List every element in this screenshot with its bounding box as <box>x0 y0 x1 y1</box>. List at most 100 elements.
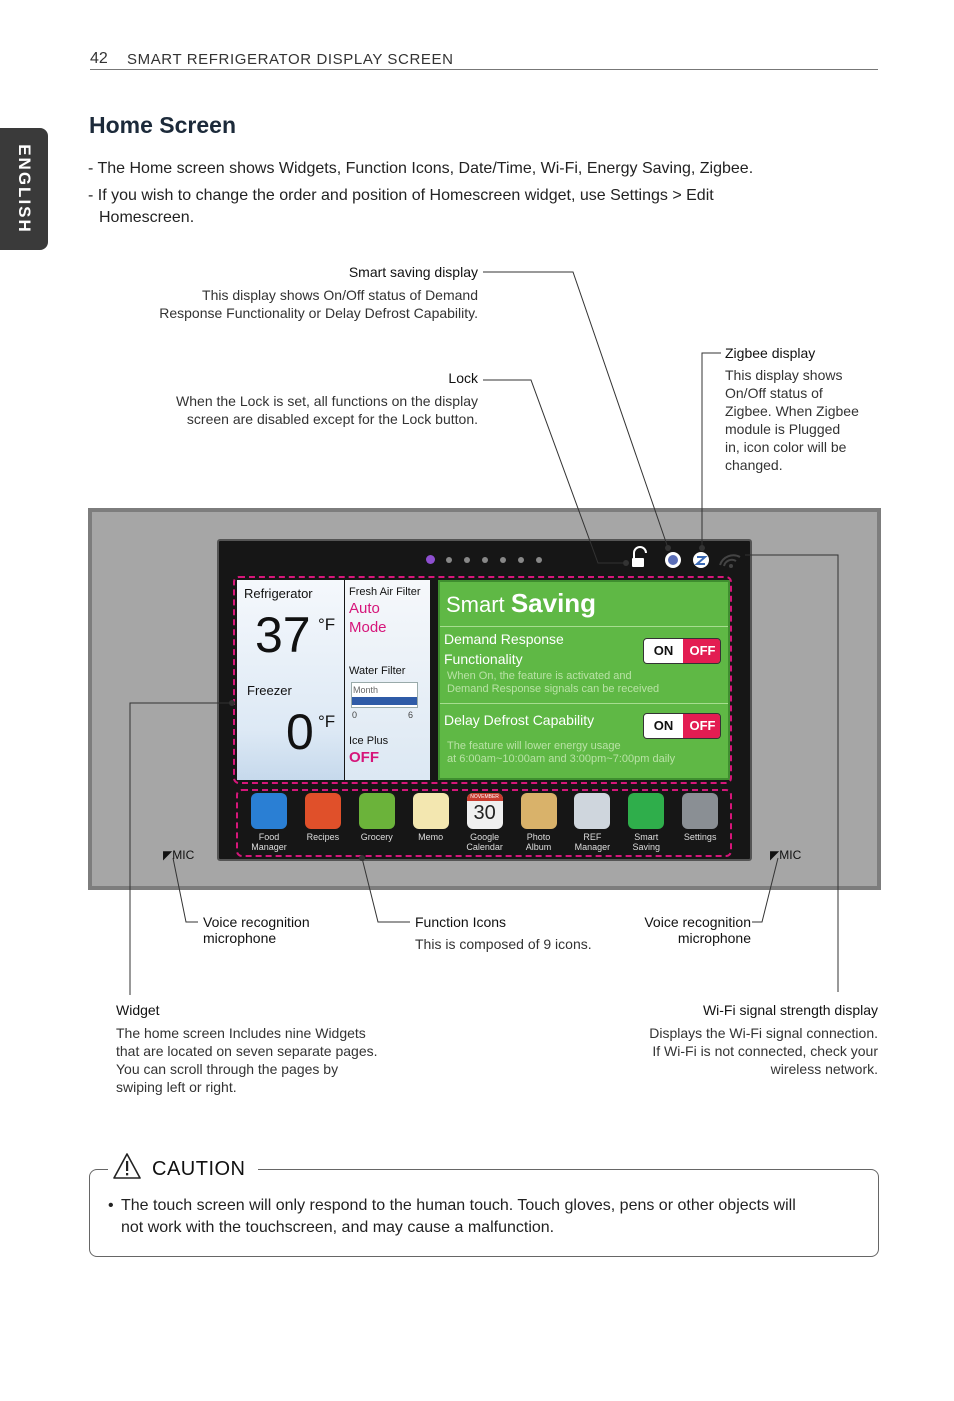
ice-plus-label: Ice Plus <box>349 735 389 747</box>
intro-line-1: - The Home screen shows Widgets, Functio… <box>88 160 754 177</box>
delay-defrost-toggle[interactable]: ON OFF <box>643 713 721 739</box>
page-dot[interactable] <box>536 557 542 563</box>
widget-desc-4: swiping left or right. <box>116 1079 237 1095</box>
smart-saving-icon <box>665 552 681 568</box>
temperature-widget[interactable] <box>237 580 344 780</box>
mic-label-left: ◤MIC <box>163 848 195 862</box>
fresh-air-value-2: Mode <box>349 619 387 636</box>
caution-text: • The touch screen will only respond to … <box>108 1195 868 1239</box>
lock-desc-1: When the Lock is set, all functions on t… <box>176 393 478 409</box>
function-icon-photo-album[interactable] <box>520 793 557 829</box>
smart-saving-title-light: Smart <box>446 592 505 617</box>
function-icon-smart-saving[interactable] <box>628 793 665 829</box>
zigbee-desc-6: changed. <box>725 457 783 473</box>
widget-callout-desc: The home screen Includes nine Widgets th… <box>116 1024 416 1096</box>
defrost-on[interactable]: ON <box>644 714 683 738</box>
wifi-desc-3: wireless network. <box>770 1061 878 1077</box>
zigbee-desc-3: Zigbee. When Zigbee <box>725 403 859 419</box>
warning-icon <box>113 1153 141 1179</box>
function-icon-label-line1: Grocery <box>360 832 393 842</box>
delay-defrost-label: Delay Defrost Capability <box>444 712 595 728</box>
header-rule <box>90 69 878 70</box>
demand-on[interactable]: ON <box>644 639 683 663</box>
widget-divider <box>440 626 728 627</box>
page-dot[interactable] <box>482 557 488 563</box>
function-icon-recipes[interactable] <box>304 793 341 829</box>
widget-highlight <box>233 576 732 784</box>
zigbee-desc-1: This display shows <box>725 367 843 383</box>
smart-saving-desc-1: This display shows On/Off status of Dema… <box>202 287 478 303</box>
zigbee-icon <box>693 552 709 568</box>
function-icon-memo[interactable] <box>412 793 449 829</box>
function-icon-label-line2: Manager <box>251 842 287 852</box>
wifi-icon <box>719 554 741 568</box>
intro-line-2a: - If you wish to change the order and po… <box>88 187 714 204</box>
function-icons-callout-title: Function Icons <box>415 914 507 930</box>
calendar-month: NOVEMBER <box>466 793 503 801</box>
function-icon-label-line1: Google <box>470 832 500 842</box>
demand-response-toggle[interactable]: ON OFF <box>643 638 721 664</box>
demand-response-note-1: When On, the feature is activated and <box>447 670 632 682</box>
water-filter-fill <box>352 697 417 705</box>
function-icon-label-line2: Saving <box>632 842 661 852</box>
page-dot-active[interactable] <box>426 555 435 564</box>
wifi-callout-desc: Displays the Wi-Fi signal connection. If… <box>578 1024 878 1078</box>
function-icon-label: Memo <box>404 832 458 842</box>
voice-left-callout: Voice recognition microphone <box>203 914 310 946</box>
widget-callout-title: Widget <box>116 1002 160 1018</box>
caution-box <box>89 1169 879 1257</box>
page-dot[interactable] <box>464 557 470 563</box>
language-tab: ENGLISH <box>0 128 48 250</box>
function-icon-label-line1: Memo <box>418 832 444 842</box>
fresh-air-value-1: Auto <box>349 600 380 617</box>
caution-title: CAUTION <box>152 1158 246 1180</box>
function-icon-label-line1: Recipes <box>306 832 340 842</box>
water-filter-max: 6 <box>408 710 414 720</box>
function-icon-ref-manager[interactable] <box>574 793 611 829</box>
function-icon-label-line1: Photo <box>526 832 551 842</box>
refrigerator-label: Refrigerator <box>244 586 313 601</box>
zigbee-desc-5: in, icon color will be <box>725 439 847 455</box>
voice-right-2: microphone <box>677 930 751 946</box>
defrost-off[interactable]: OFF <box>683 714 720 738</box>
wifi-callout-title: Wi-Fi signal strength display <box>702 1002 878 1018</box>
smart-saving-callout-title: Smart saving display <box>348 264 478 280</box>
function-icon-grocery[interactable] <box>358 793 395 829</box>
page-dot[interactable] <box>446 557 452 563</box>
caution-line-1: The touch screen will only respond to th… <box>121 1197 796 1214</box>
function-icon-label: Recipes <box>296 832 350 842</box>
page-dot[interactable] <box>500 557 506 563</box>
function-icon-label-line2: Album <box>525 842 552 852</box>
smart-saving-callout-desc: This display shows On/Off status of Dema… <box>90 286 478 322</box>
water-filter-min: 0 <box>352 710 358 720</box>
voice-right-callout: Voice recognition microphone <box>600 914 751 946</box>
function-icon-label-line1: Food <box>258 832 280 842</box>
filter-widget[interactable] <box>345 580 430 780</box>
function-icon-label-line2: Manager <box>574 842 611 852</box>
calendar-day: 30 <box>473 802 496 824</box>
smart-saving-title: Smart Saving <box>446 588 596 619</box>
ice-plus-value: OFF <box>349 749 379 766</box>
demand-off[interactable]: OFF <box>683 639 720 663</box>
page-number: 42 <box>90 50 108 67</box>
demand-response-note-2: Demand Response signals can be received <box>447 683 660 695</box>
smart-saving-widget[interactable] <box>438 580 730 780</box>
page-dot[interactable] <box>518 557 524 563</box>
mic-right-text: MIC <box>779 848 802 862</box>
bullet: • <box>108 1197 114 1214</box>
mic-label-right: ◤MIC <box>770 848 802 862</box>
function-icon-label-line1: Settings <box>683 832 717 842</box>
lock-callout-title: Lock <box>448 370 478 386</box>
water-filter-label: Water Filter <box>349 665 406 677</box>
delay-defrost-note-2: at 6:00am~10:00am and 3:00pm~7:00pm dail… <box>447 753 676 765</box>
function-icon-settings[interactable] <box>682 793 719 829</box>
lock-callout-desc: When the Lock is set, all functions on t… <box>90 392 478 428</box>
function-icon-food-manager[interactable] <box>251 793 287 829</box>
section-header: SMART REFRIGERATOR DISPLAY SCREEN <box>127 51 454 68</box>
smart-saving-title-bold: Saving <box>510 588 597 618</box>
